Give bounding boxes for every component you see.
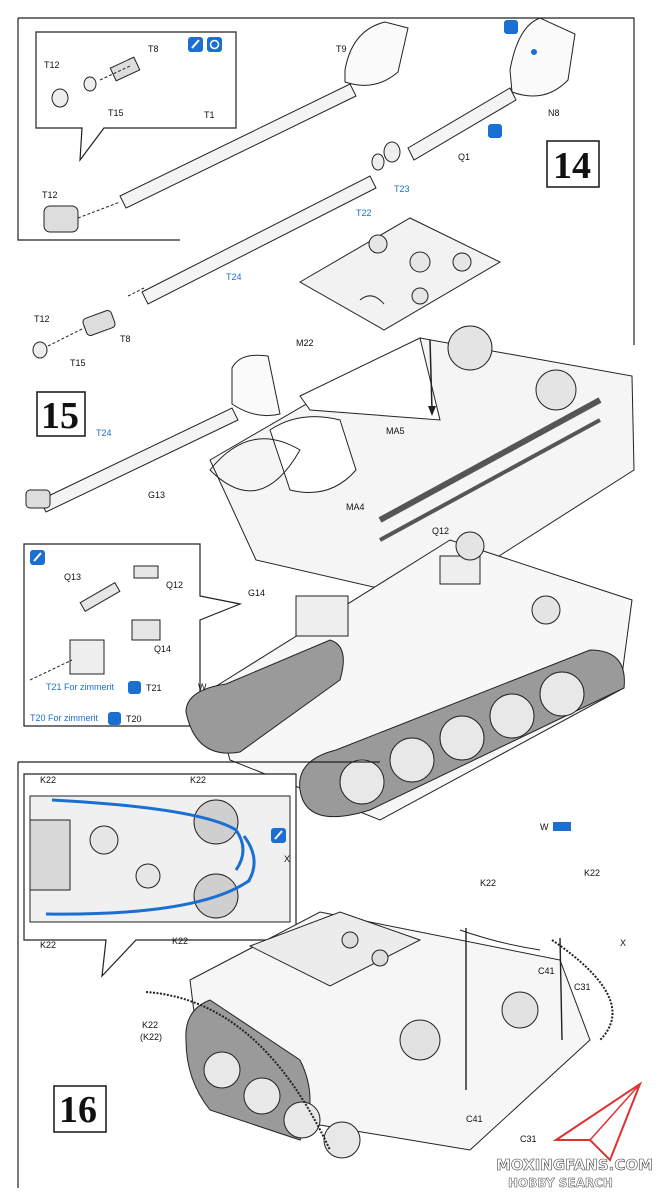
label-N8: N8 xyxy=(548,108,560,118)
step14-section: T12 T8 T15 T9 T1 T12 N8 Q1 T23 T22 xyxy=(17,17,635,368)
label-T15-lower: T15 xyxy=(70,358,86,368)
label-T22: T22 xyxy=(356,208,372,218)
step15-box xyxy=(36,391,86,437)
label-T23: T23 xyxy=(394,184,410,194)
parts-icon xyxy=(207,37,222,52)
label-T15-inset: T15 xyxy=(108,108,124,118)
step16-inset: K22 K22 K22 K22 X xyxy=(23,773,297,978)
step16-section: K22 K22 K22 K22 X K22 K22 K22 xyxy=(17,761,626,1188)
watermark: MOXINGFANS.COM HOBBY SEARCH xyxy=(496,1081,653,1190)
step15-section: 15 T24 MA5 MA4 G13 G14 Q12 xyxy=(23,325,635,832)
step14-number: 14 xyxy=(553,145,591,187)
label-K22-left-paren: (K22) xyxy=(140,1032,162,1042)
step15-number: 15 xyxy=(41,395,79,437)
label-MA5: MA5 xyxy=(386,426,405,436)
watermark-line1: MOXINGFANS.COM xyxy=(496,1156,653,1174)
zimmerit-icon-2 xyxy=(108,712,121,725)
label-K22-main1: K22 xyxy=(480,878,496,888)
label-T20: T20 xyxy=(126,714,142,724)
step14-frame xyxy=(17,17,635,345)
label-M22: M22 xyxy=(296,338,314,348)
barrel-T24: T24 T12 T8 T15 xyxy=(32,175,377,368)
label-X-inset: X xyxy=(284,854,290,864)
paper-plane-logo xyxy=(552,1081,643,1162)
label-T21-note: T21 For zimmerit xyxy=(46,682,115,692)
tow-cable-lower xyxy=(45,878,251,916)
label-K22-main2: K22 xyxy=(584,868,600,878)
muzzle-N8: N8 Q1 T23 T22 xyxy=(356,17,576,218)
step16-number: 16 xyxy=(59,1089,97,1131)
label-C31-bottom: C31 xyxy=(520,1134,537,1144)
barrel-T1: T9 T1 T12 xyxy=(42,21,409,233)
label-T24: T24 xyxy=(226,272,242,282)
label-T24-15: T24 xyxy=(96,428,112,438)
label-T12-main: T12 xyxy=(42,190,58,200)
label-X-main: X xyxy=(620,938,626,948)
label-Q14: Q14 xyxy=(154,644,171,654)
label-G13: G13 xyxy=(148,490,165,500)
lower-hull-tracks: W W xyxy=(185,531,633,832)
label-Q12-inset: Q12 xyxy=(166,580,183,590)
tow-cable-upper xyxy=(51,798,245,871)
glue-icon xyxy=(504,20,518,34)
label-Q1: Q1 xyxy=(458,152,470,162)
W-badge xyxy=(553,822,571,831)
label-T9: T9 xyxy=(336,44,347,54)
label-G14: G14 xyxy=(248,588,265,598)
label-T1: T1 xyxy=(204,110,215,120)
label-K22-left: K22 xyxy=(142,1020,158,1030)
watermark-line2: HOBBY SEARCH xyxy=(508,1176,613,1190)
step16-frame xyxy=(17,761,380,1188)
label-W-right: W xyxy=(540,822,549,832)
label-T8-lower: T8 xyxy=(120,334,131,344)
zimmerit-icon-1 xyxy=(128,681,141,694)
label-K22-tl: K22 xyxy=(40,775,56,785)
label-K22-bc: K22 xyxy=(172,936,188,946)
label-T12-inset: T12 xyxy=(44,60,60,70)
step14-box xyxy=(546,140,600,188)
label-T8-inset: T8 xyxy=(148,44,159,54)
label-T21: T21 xyxy=(146,683,162,693)
label-C31-top: C31 xyxy=(574,982,591,992)
label-C41-top: C41 xyxy=(538,966,555,976)
label-Q13: Q13 xyxy=(64,572,81,582)
step16-box xyxy=(53,1085,107,1133)
upper-hull xyxy=(209,325,635,601)
label-W-left: W xyxy=(198,682,207,692)
step15-inset: Q13 Q12 Q14 T21 For zimmerit T21 T20 For… xyxy=(23,543,243,727)
step14-inset: T12 T8 T15 xyxy=(35,31,237,162)
glue-icon-2 xyxy=(488,124,502,138)
gun-assembly: T24 MA5 MA4 G13 G14 Q12 xyxy=(25,354,449,598)
label-C41-bottom: C41 xyxy=(466,1114,483,1124)
label-Q12-main: Q12 xyxy=(432,526,449,536)
label-K22-bl: K22 xyxy=(40,940,56,950)
main-vehicle: K22 K22 K22 (K22) X C41 C31 C41 C31 X xyxy=(140,868,626,1159)
label-T20-note: T20 For zimmerit xyxy=(30,713,99,723)
engine-deck-M22: M22 xyxy=(296,217,502,348)
label-K22-tc: K22 xyxy=(190,775,206,785)
label-T12-lower: T12 xyxy=(34,314,50,324)
label-MA4: MA4 xyxy=(346,502,365,512)
